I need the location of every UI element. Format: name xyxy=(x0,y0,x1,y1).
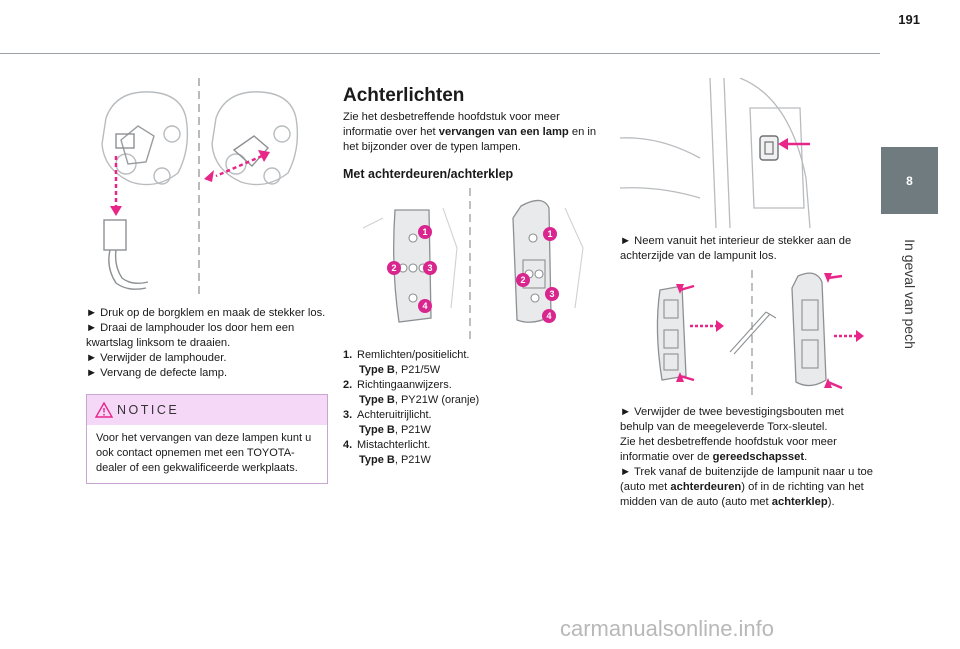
step3-bold: achterklep xyxy=(771,496,828,508)
intro-text: en in het bijzonder over de typen lampen… xyxy=(343,126,597,153)
notice-body: Voor het vervangen van deze lampen kunt … xyxy=(96,432,312,474)
step3-plain: ). xyxy=(827,496,835,508)
reference-plain: . xyxy=(804,451,808,463)
header-divider xyxy=(0,53,880,54)
chapter-title-strip: In geval van pech xyxy=(881,214,938,374)
svg-text:2: 2 xyxy=(391,263,396,273)
interior-connector-illustration xyxy=(620,78,811,228)
page-number: 191 xyxy=(898,12,920,27)
right-step-1: ► Neem vanuit het interieur de stekker a… xyxy=(620,235,852,262)
svg-text:4: 4 xyxy=(546,311,551,321)
step-text: ► Druk op de borgklem en maak de stekker… xyxy=(86,307,326,319)
step3-bold: achterdeuren xyxy=(670,481,742,493)
lamp-number: 3. xyxy=(343,409,353,421)
right-steps: ► Verwijder de twee bevestigingsbouten m… xyxy=(620,405,875,510)
svg-text:1: 1 xyxy=(422,227,427,237)
lamp-spec: , PY21W (oranje) xyxy=(394,394,480,406)
chapter-tab[interactable]: 8 xyxy=(881,147,938,214)
lamp-name: Remlichten/positielicht. xyxy=(357,349,470,361)
torx-removal-illustration xyxy=(656,270,864,395)
svg-text:3: 3 xyxy=(427,263,432,273)
svg-text:1: 1 xyxy=(547,229,552,239)
callout-markers: 1 2 3 4 1 2 3 4 xyxy=(387,225,559,323)
reference-text: Zie het desbetreffende hoofdstuk voor me… xyxy=(620,435,875,465)
warning-icon xyxy=(95,402,113,418)
lamp-holder-illustration xyxy=(101,78,299,298)
step-text: ► Verwijder de twee bevestigingsbouten m… xyxy=(620,406,844,433)
lamp-type: Type B xyxy=(359,424,395,436)
intro-text: Zie het desbetreffende hoofdstuk voor me… xyxy=(343,111,560,138)
lamp-number: 2. xyxy=(343,379,353,391)
lamp-item: 4. Mistachterlicht. Type B, P21W xyxy=(343,438,608,468)
step3-plain: ) of in de richting van het midden van d… xyxy=(620,481,864,508)
lamp-name: Achteruitrijlicht. xyxy=(357,409,432,421)
step3-plain: ► Trek vanaf de buitenzijde de lampunit … xyxy=(620,466,874,493)
lamp-item: 3. Achteruitrijlicht. Type B, P21W xyxy=(343,408,608,438)
lamp-item: 1. Remlichten/positielicht. Type B, P21/5… xyxy=(343,348,608,378)
notice-header: NOTICE xyxy=(87,395,327,425)
lamp-spec: , P21/5W xyxy=(394,364,441,376)
section-title: Achterlichten xyxy=(343,85,465,106)
svg-text:2: 2 xyxy=(520,275,525,285)
reference-bold: gereedschapsset xyxy=(712,451,805,463)
lamp-number: 4. xyxy=(343,439,353,451)
step-text: ► Verwijder de lamphouder. xyxy=(86,352,227,364)
svg-text:3: 3 xyxy=(549,289,554,299)
intro-bold: vervangen van een lamp xyxy=(438,126,569,138)
rear-lights-illustration: 1 2 3 4 1 2 3 4 xyxy=(362,188,584,343)
step-text: ► Draai de lamphouder los door hem een k… xyxy=(86,322,295,349)
left-steps: ► Druk op de borgklem en maak de stekker… xyxy=(86,306,326,381)
lamp-type: Type B xyxy=(359,394,395,406)
lamp-type: Type B xyxy=(359,454,395,466)
lamp-spec: , P21W xyxy=(394,424,431,436)
lamp-list: 1.Remlichten/positielicht. Type B, P21/5… xyxy=(343,348,608,468)
lamp-name: Richtingaanwijzers. xyxy=(357,379,452,391)
reference-plain: Zie het desbetreffende hoofdstuk voor me… xyxy=(620,436,837,463)
step-text: ► Vervang de defecte lamp. xyxy=(86,367,228,379)
subsection-title: Met achterdeuren/achterklep xyxy=(343,167,514,181)
lamp-number: 1. xyxy=(343,349,353,361)
lamp-type: Type B xyxy=(359,364,395,376)
lamp-spec: , P21W xyxy=(394,454,431,466)
lamp-name: Mistachterlicht. xyxy=(357,439,431,451)
step-text: ► Trek vanaf de buitenzijde de lampunit … xyxy=(620,465,875,510)
chapter-number: 8 xyxy=(906,173,913,188)
chapter-title: In geval van pech xyxy=(901,239,918,349)
svg-text:4: 4 xyxy=(422,301,427,311)
notice-box: NOTICE Voor het vervangen van deze lampe… xyxy=(86,394,328,484)
watermark: carmanualsonline.info xyxy=(560,616,775,641)
section-intro: Zie het desbetreffende hoofdstuk voor me… xyxy=(343,110,608,155)
lamp-item: 2. Richtingaanwijzers. Type B, PY21W (ora… xyxy=(343,378,608,408)
notice-title: NOTICE xyxy=(117,403,180,417)
